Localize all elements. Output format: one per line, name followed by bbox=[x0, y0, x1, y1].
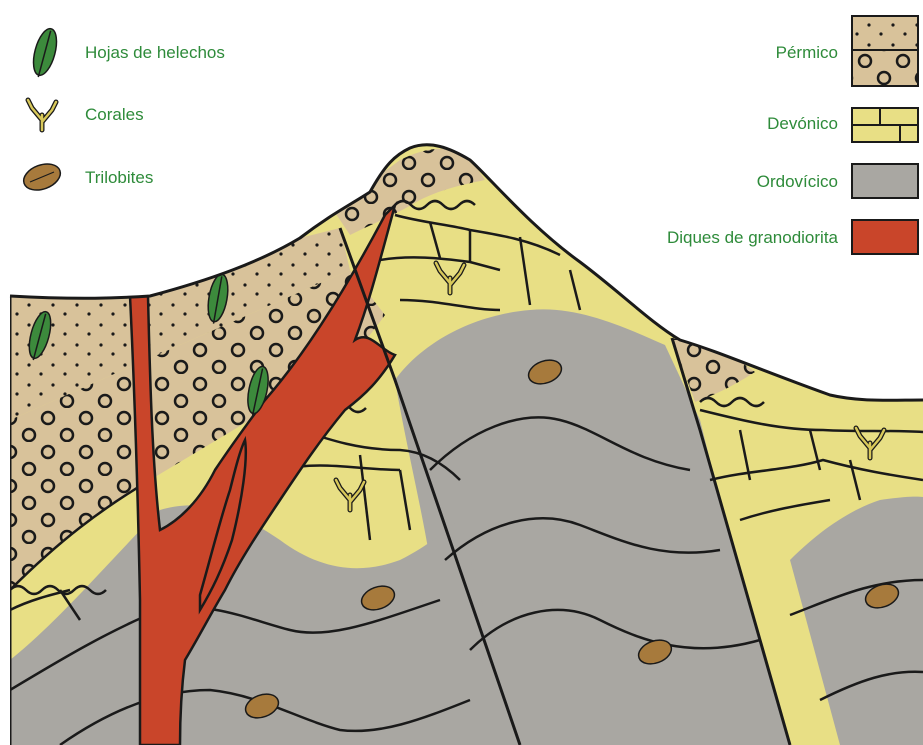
fern-leaf-icon bbox=[29, 26, 61, 79]
trilobite-icon bbox=[20, 159, 64, 195]
dike-swatch bbox=[852, 220, 918, 254]
strata-group bbox=[0, 130, 923, 745]
unit-legend: Pérmico Devónico Ordovícico Diques de gr… bbox=[667, 16, 918, 254]
ordovician-swatch bbox=[852, 164, 918, 198]
legend-trilobite-label: Trilobites bbox=[85, 168, 153, 187]
coral-icon bbox=[28, 100, 56, 130]
legend-dike-label: Diques de granodiorita bbox=[667, 228, 839, 247]
legend-devonian-label: Devónico bbox=[767, 114, 838, 133]
legend-permian-label: Pérmico bbox=[776, 43, 838, 62]
permian-swatch bbox=[852, 16, 918, 86]
devonian-swatch bbox=[852, 108, 918, 142]
legend-ordovician-label: Ordovícico bbox=[757, 172, 838, 191]
legend-coral-label: Corales bbox=[85, 105, 144, 124]
fossil-legend: Hojas de helechos Corales Trilobites bbox=[20, 26, 225, 195]
legend-fern-label: Hojas de helechos bbox=[85, 43, 225, 62]
